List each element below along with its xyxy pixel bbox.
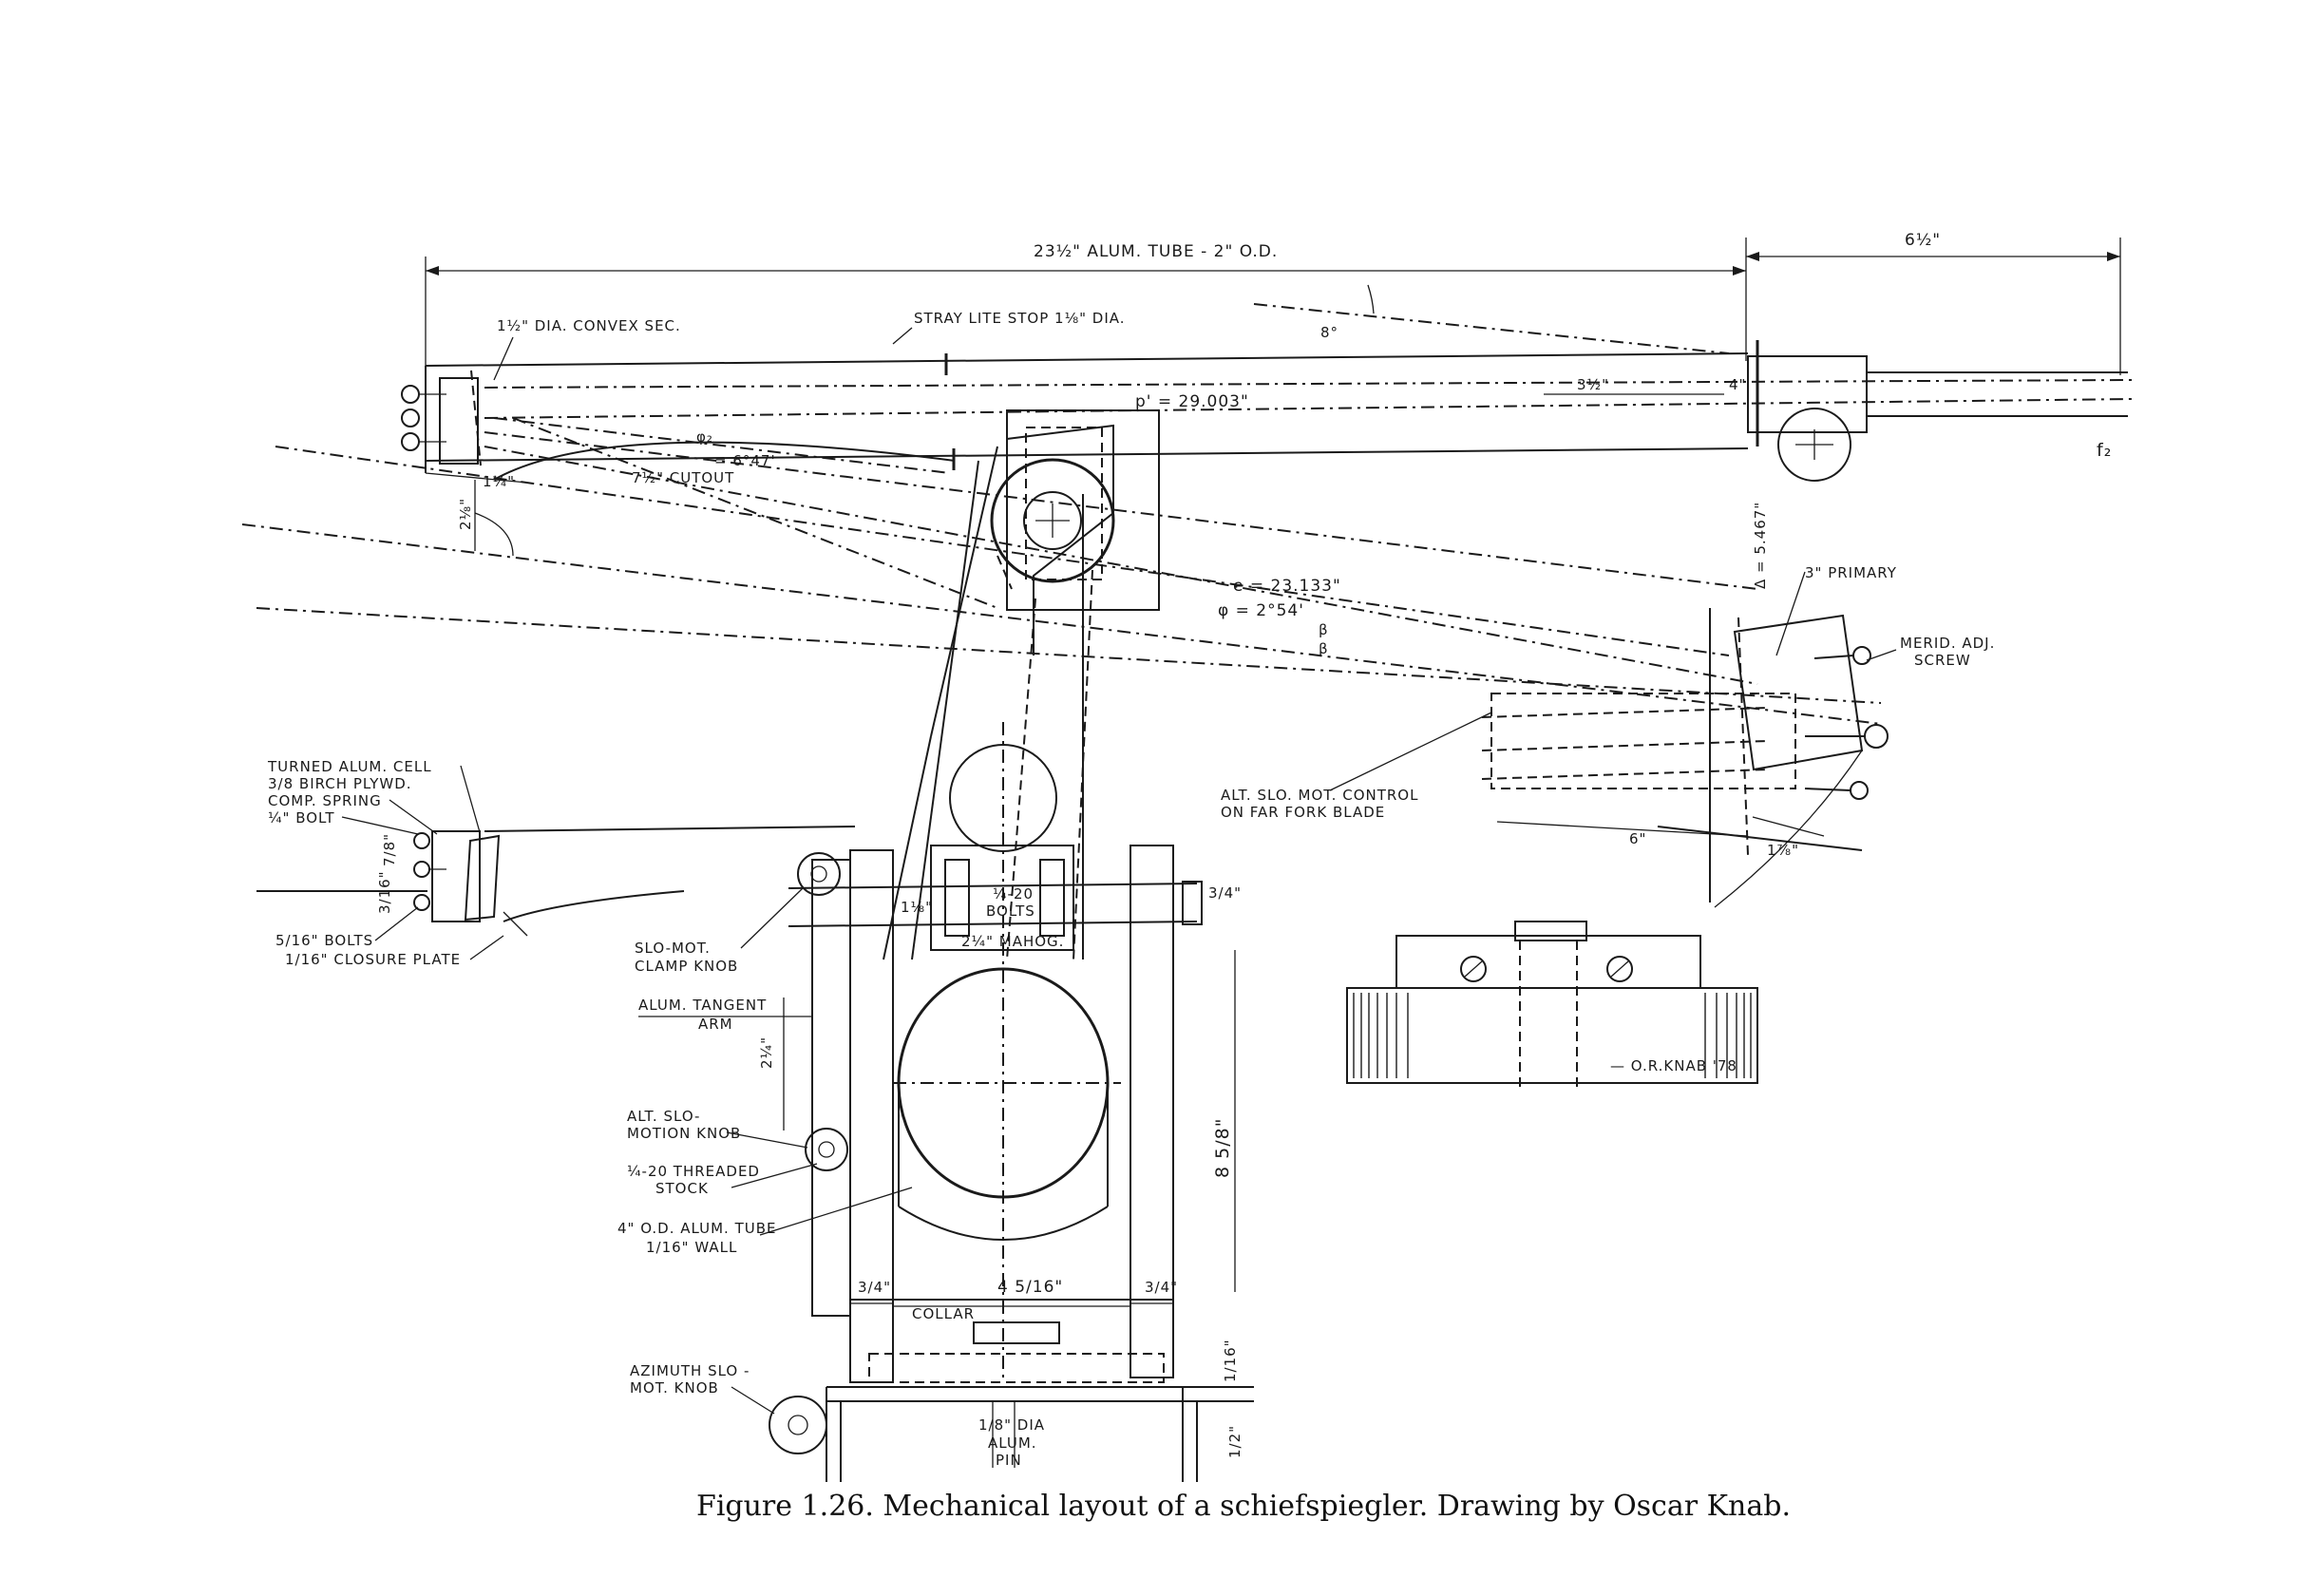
five-sixteenths-bolts-label: 5/16" BOLTS <box>275 932 373 949</box>
cutout-label: 7½" CUTOUT <box>632 469 734 486</box>
azimuth-label-2: MOT. KNOB <box>630 1379 719 1396</box>
threaded-label-1: ¼-20 THREADED <box>627 1163 760 1180</box>
two-quarter-v-label: 2¼" <box>758 1036 775 1069</box>
quarter-bolt-label: ¼" BOLT <box>268 809 335 826</box>
four-5-16-label: 4 5/16" <box>997 1278 1063 1297</box>
signature: — O.R.KNAB '78 <box>1610 1057 1737 1074</box>
three-quarter-l-label: 3/4" <box>858 1279 891 1296</box>
six-label: 6" <box>1629 830 1646 847</box>
side-view-fork: ALT. SLO. MOT. CONTROL ON FAR FORK BLADE… <box>883 409 1889 1088</box>
alt-slo-label-2: MOTION KNOB <box>627 1125 741 1142</box>
seven-eighths-label: 7/8" <box>381 833 398 866</box>
three-quarter-right-label: 3/4" <box>1208 884 1242 902</box>
one-quarter-label: 1¼" <box>483 473 515 490</box>
e-value-label: e = 23.133" <box>1233 577 1341 596</box>
one-eighth-label: 1⅛" <box>901 899 933 916</box>
alt-control-label-2: ON FAR FORK BLADE <box>1221 804 1385 821</box>
phi2-angle-label: = 6°47' <box>714 452 776 469</box>
three-half-label: 3½" <box>1577 376 1609 393</box>
one-eighth-dia-label: 1/8" DIA <box>978 1416 1045 1434</box>
extension-label: 6½" <box>1905 231 1941 250</box>
main-tube-assembly: 23½" ALUM. TUBE - 2" O.D. 6½" 1½" DIA. C… <box>241 231 2134 908</box>
tube-length-label: 23½" ALUM. TUBE - 2" O.D. <box>1034 242 1278 261</box>
tube4-label-1: 4" O.D. ALUM. TUBE <box>617 1220 777 1237</box>
phi-value-label: φ = 2°54' <box>1218 601 1304 620</box>
mahog-label: 2¼" MAHOG. <box>961 933 1064 950</box>
primary-label: 3" PRIMARY <box>1805 564 1897 581</box>
slo-mot-clamp-label-2: CLAMP KNOB <box>635 958 738 975</box>
phi2-label: φ₂ <box>696 428 713 446</box>
secondary-cell-detail: TURNED ALUM. CELL 3/8 BIRCH PLYWD. COMP.… <box>256 758 856 968</box>
one-seven-eighths-label: 1⅞" <box>1767 842 1799 859</box>
two-half-label: 2⅛" <box>457 498 474 530</box>
closure-plate-label: 1/16" CLOSURE PLATE <box>285 951 461 968</box>
merid-adj-label: MERID. ADJ. <box>1900 635 1995 652</box>
convex-secondary-label: 1½" DIA. CONVEX SEC. <box>497 317 681 334</box>
slo-mot-clamp-label-1: SLO-MOT. <box>635 940 711 957</box>
bolts-1420-label: ¼-20 <box>993 885 1034 902</box>
collar-label: COLLAR <box>912 1305 975 1322</box>
tangent-arm-label-2: ARM <box>698 1016 733 1033</box>
base-knurl-lines <box>1353 993 1752 1078</box>
f2-label: f₂ <box>2097 440 2112 461</box>
angle-top-label: 8° <box>1320 324 1338 341</box>
bolts-word-label: BOLTS <box>986 902 1035 920</box>
three-quarter-r-label: 3/4" <box>1145 1279 1178 1296</box>
screw-label: SCREW <box>1914 652 1971 669</box>
azimuth-label-1: AZIMUTH SLO - <box>630 1362 750 1379</box>
alt-slo-label-1: ALT. SLO- <box>627 1108 700 1125</box>
comp-spring-label: COMP. SPRING <box>268 792 382 809</box>
beta-label-1: β <box>1319 621 1329 638</box>
half-inch-label: 1/2" <box>1226 1425 1243 1458</box>
alt-control-label-1: ALT. SLO. MOT. CONTROL <box>1221 787 1418 804</box>
eight-5-8-label: 8 5/8" <box>1212 1118 1233 1178</box>
three-sixteenths-label: 3/16" <box>376 870 393 914</box>
one-sixteenth-label: 1/16" <box>1222 1339 1239 1382</box>
threaded-label-2: STOCK <box>655 1180 709 1197</box>
tube4-label-2: 1/16" WALL <box>646 1239 737 1256</box>
p-prime-label: p' = 29.003" <box>1135 392 1249 411</box>
beta-label-2: β <box>1319 640 1329 657</box>
turned-cell-label: TURNED ALUM. CELL <box>267 758 432 775</box>
birch-ply-label: 3/8 BIRCH PLYWD. <box>268 775 412 792</box>
delta-label: Δ = 5.467" <box>1752 502 1769 589</box>
front-view-mount: SLO-MOT. CLAMP KNOB ALUM. TANGENT ARM AL… <box>617 722 1254 1482</box>
tangent-arm-label-1: ALUM. TANGENT <box>638 997 767 1014</box>
figure-caption: Figure 1.26. Mechanical layout of a schi… <box>696 1490 1791 1523</box>
four-label: 4" <box>1729 376 1746 393</box>
alum-pin-label-2: PIN <box>996 1452 1022 1469</box>
alum-pin-label-1: ALUM. <box>988 1434 1037 1452</box>
stray-stop-label: STRAY LITE STOP 1⅛" DIA. <box>914 310 1126 327</box>
